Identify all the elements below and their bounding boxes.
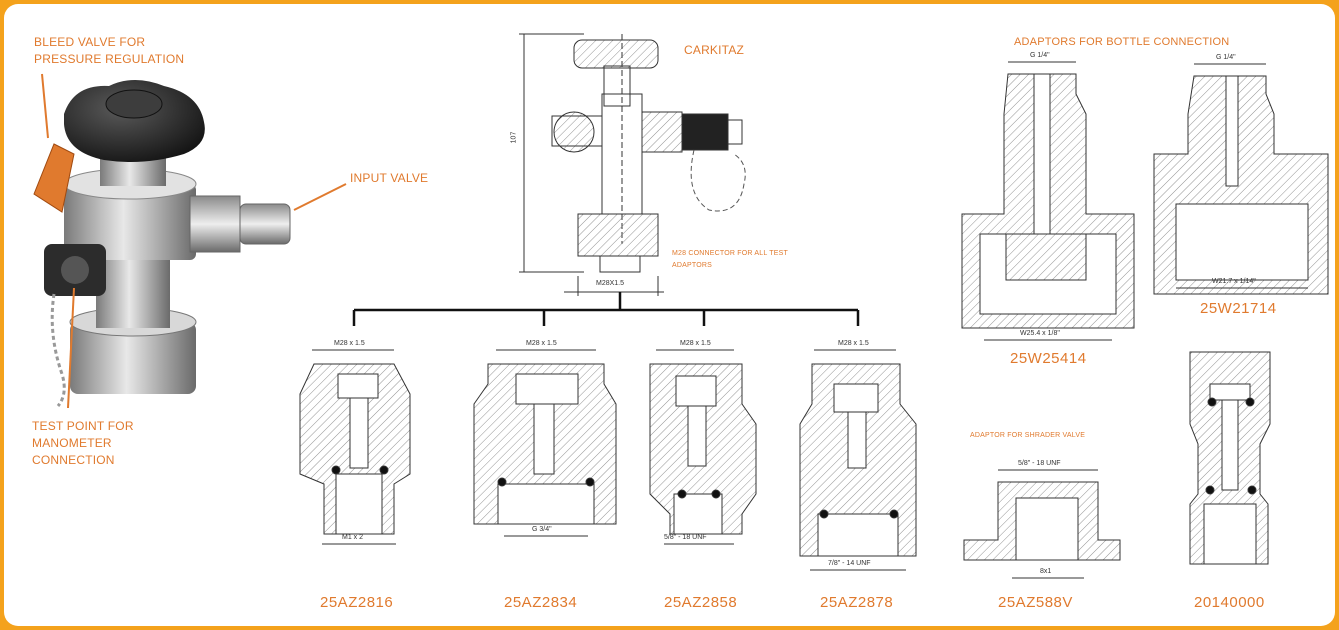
valve-body bbox=[64, 184, 196, 260]
a2-top-dimension: M28 x 1.5 bbox=[526, 340, 557, 347]
adaptor-25az2878-drawing bbox=[799, 349, 917, 571]
a3-bottom-dimension: 5/8" - 18 UNF bbox=[664, 534, 707, 541]
carkitaz-thread-dimension: M28X1.5 bbox=[596, 280, 625, 287]
a2-bottom-dimension: G 3/4" bbox=[532, 526, 552, 533]
input-valve-label: INPUT VALVE bbox=[350, 171, 429, 185]
carkitaz-drawing bbox=[519, 33, 746, 296]
a1-bottom-dimension: M1 x 2 bbox=[342, 534, 364, 541]
bottle-adaptors-label: ADAPTORS FOR BOTTLE CONNECTION bbox=[1014, 36, 1230, 48]
s-top-dimension: 5/8" - 18 UNF bbox=[1018, 460, 1061, 467]
adaptor-tree-lines bbox=[352, 292, 860, 326]
input-valve-fitting bbox=[239, 203, 291, 245]
m28-connector-label: M28 CONNECTOR FOR ALL TEST ADAPTORS bbox=[672, 250, 788, 269]
a1-top-dimension: M28 x 1.5 bbox=[334, 340, 365, 347]
s-bottom-dimension: 8x1 bbox=[1040, 568, 1052, 575]
a4-bottom-dimension: 7/8" - 14 UNF bbox=[828, 560, 871, 567]
knob-icon bbox=[64, 80, 205, 162]
valve-3d-render bbox=[33, 73, 347, 409]
technical-drawing bbox=[33, 33, 1329, 579]
code-25az588v: 25AZ588V bbox=[998, 594, 1073, 611]
bleed-lever-icon bbox=[33, 143, 75, 213]
adaptor-20140000-drawing bbox=[1189, 351, 1271, 565]
a4-top-dimension: M28 x 1.5 bbox=[838, 340, 869, 347]
adaptor-25az588v-drawing bbox=[963, 469, 1121, 579]
diagram-frame: BLEED VALVE FOR PRESSURE REGULATION INPU… bbox=[4, 4, 1335, 626]
code-20140000: 20140000 bbox=[1194, 594, 1265, 611]
code-25w25414: 25W25414 bbox=[1010, 350, 1087, 367]
adaptor-25w25414-drawing bbox=[961, 61, 1135, 341]
b1-bottom-dimension: W25.4 x 1/8" bbox=[1020, 330, 1060, 337]
b2-bottom-dimension: W21.7 x 1/14" bbox=[1212, 278, 1256, 285]
bleed-valve-label: BLEED VALVE FOR PRESSURE REGULATION bbox=[34, 35, 185, 66]
valve-base-cylinder bbox=[70, 322, 196, 394]
code-25az2816: 25AZ2816 bbox=[320, 594, 394, 611]
height-dimension: 107 bbox=[510, 131, 518, 144]
adaptor-25w21714-drawing bbox=[1153, 63, 1329, 295]
adaptor-25az2816-drawing bbox=[299, 349, 411, 545]
code-25az2878: 25AZ2878 bbox=[820, 594, 894, 611]
adaptor-25az2858-drawing bbox=[649, 349, 757, 545]
schrader-adaptor-label: ADAPTOR FOR SHRADER VALVE bbox=[970, 432, 1086, 439]
code-25az2834: 25AZ2834 bbox=[504, 594, 578, 611]
b1-top-dimension: G 1/4" bbox=[1030, 52, 1050, 59]
carkitaz-label: CARKITAZ bbox=[684, 43, 745, 57]
adaptor-25az2834-drawing bbox=[473, 349, 617, 537]
a3-top-dimension: M28 x 1.5 bbox=[680, 340, 711, 347]
code-25az2858: 25AZ2858 bbox=[664, 594, 738, 611]
b2-top-dimension: G 1/4" bbox=[1216, 54, 1236, 61]
code-25w21714: 25W21714 bbox=[1200, 300, 1277, 317]
test-point-label: TEST POINT FOR MANOMETER CONNECTION bbox=[32, 419, 134, 467]
